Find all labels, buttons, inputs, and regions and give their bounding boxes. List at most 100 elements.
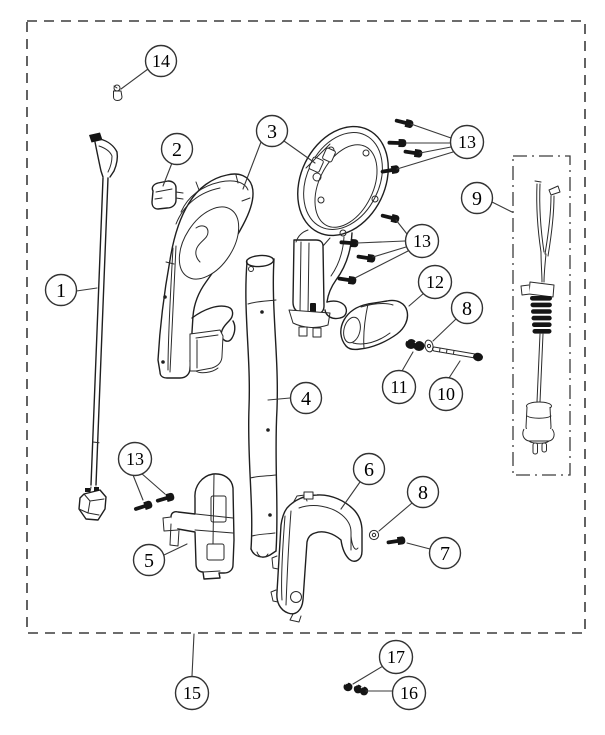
callout-circle	[174, 675, 210, 711]
callout-6-5: 6	[340, 452, 386, 510]
callout-number: 9	[472, 188, 482, 210]
callout-number: 2	[172, 139, 182, 161]
callout-leader-line	[140, 472, 166, 495]
callout-3-2: 3	[242, 114, 316, 190]
callout-leader-line	[372, 246, 407, 258]
callout-circle	[406, 475, 440, 509]
callout-leader-line	[419, 146, 452, 154]
callout-11-11: 11	[381, 351, 417, 405]
callout-17-19: 17	[352, 639, 414, 685]
callout-circle	[381, 369, 417, 405]
callout-circle	[428, 376, 464, 412]
callout-leader-line	[491, 201, 513, 213]
callout-10-10: 10	[428, 360, 464, 412]
cord-assembly-boundary	[512, 155, 571, 476]
callout-circle	[378, 639, 414, 675]
part-13-screw-8	[337, 274, 357, 285]
callout-leader-line	[191, 633, 195, 677]
callout-circle	[132, 543, 166, 577]
part-16-fastener	[353, 684, 369, 696]
part-9-cord-assembly	[520, 180, 561, 455]
part-13-screw-2	[387, 138, 407, 148]
callout-leader-line	[340, 481, 361, 510]
part-11-nut	[405, 337, 425, 351]
callout-leader-line	[401, 351, 414, 372]
callout-circle	[352, 452, 386, 486]
callout-14-16: 14	[120, 44, 178, 90]
callout-leader-line	[396, 151, 454, 170]
callout-1: 1	[44, 273, 98, 307]
callout-number: 7	[440, 543, 450, 565]
callout-leader-line	[242, 141, 262, 190]
callout-13-15: 13	[117, 441, 166, 501]
callout-circle	[391, 675, 427, 711]
callout-leader-line	[75, 287, 98, 292]
callout-number: 1	[56, 280, 66, 302]
callout-circle	[44, 273, 78, 307]
callout-circle	[428, 536, 462, 570]
callout-number: 15	[183, 683, 201, 703]
callout-leader-line	[378, 502, 413, 532]
callout-number: 11	[390, 377, 407, 397]
callout-circle	[117, 441, 153, 477]
callout-12-12: 12	[408, 264, 453, 307]
callout-number: 14	[152, 51, 170, 71]
callout-leader-line	[352, 665, 384, 685]
callout-8-8: 8	[378, 475, 440, 532]
callout-13-13: 13	[396, 123, 485, 170]
callout-number: 16	[400, 683, 418, 703]
callout-leader-line	[410, 123, 452, 139]
callout-9-9: 9	[460, 181, 513, 215]
part-6-body-cover	[270, 491, 363, 623]
part-12-grip	[340, 299, 409, 351]
callout-leader-line	[162, 162, 173, 187]
part-13-screw-7	[356, 252, 376, 263]
callout-circle	[417, 264, 453, 300]
callout-leader-line	[354, 250, 409, 279]
callout-number: 4	[301, 388, 311, 410]
part-8-washer-upper	[424, 339, 434, 353]
part-4-tube	[245, 254, 278, 558]
part-5-bracket	[162, 473, 235, 580]
callout-number: 13	[126, 449, 144, 469]
callout-number: 13	[458, 132, 476, 152]
part-13-screw-6	[339, 238, 359, 248]
part-13-screw-9	[132, 499, 154, 514]
callout-number: 12	[426, 272, 444, 292]
part-14-pin	[113, 84, 123, 101]
callout-15-17: 15	[174, 633, 210, 711]
callout-8-7: 8	[432, 291, 484, 342]
callout-circle	[449, 124, 485, 160]
part-13-screw-1	[393, 116, 415, 129]
callout-circle	[450, 291, 484, 325]
part-3-handle-shell-left	[157, 173, 254, 379]
callout-number: 6	[364, 459, 374, 481]
callout-circle	[160, 132, 194, 166]
callout-number: 8	[418, 482, 428, 504]
callout-number: 3	[267, 121, 277, 143]
part-8-washer-lower	[368, 529, 380, 541]
part-17-fastener	[343, 682, 353, 692]
callout-leader-line	[267, 397, 291, 401]
callout-leader-line	[120, 68, 149, 90]
part-7-screw	[386, 536, 406, 547]
callout-5-4: 5	[132, 543, 188, 577]
callout-16-18: 16	[365, 675, 427, 711]
callout-circle	[404, 223, 440, 259]
callout-number: 5	[144, 550, 154, 572]
callout-2-1: 2	[160, 132, 194, 187]
callout-circle	[255, 114, 289, 148]
part-10-bolt	[432, 346, 483, 362]
callout-leader-line	[163, 543, 188, 556]
callout-leader-line	[448, 360, 461, 379]
callout-leader-line	[132, 474, 144, 501]
callout-leader-line	[406, 542, 431, 550]
callout-number: 10	[437, 384, 455, 404]
callout-13-14: 13	[354, 219, 440, 279]
callout-number: 17	[387, 647, 405, 667]
callout-leader-line	[395, 219, 408, 235]
part-1-wand	[78, 132, 119, 521]
callout-number: 8	[462, 298, 472, 320]
